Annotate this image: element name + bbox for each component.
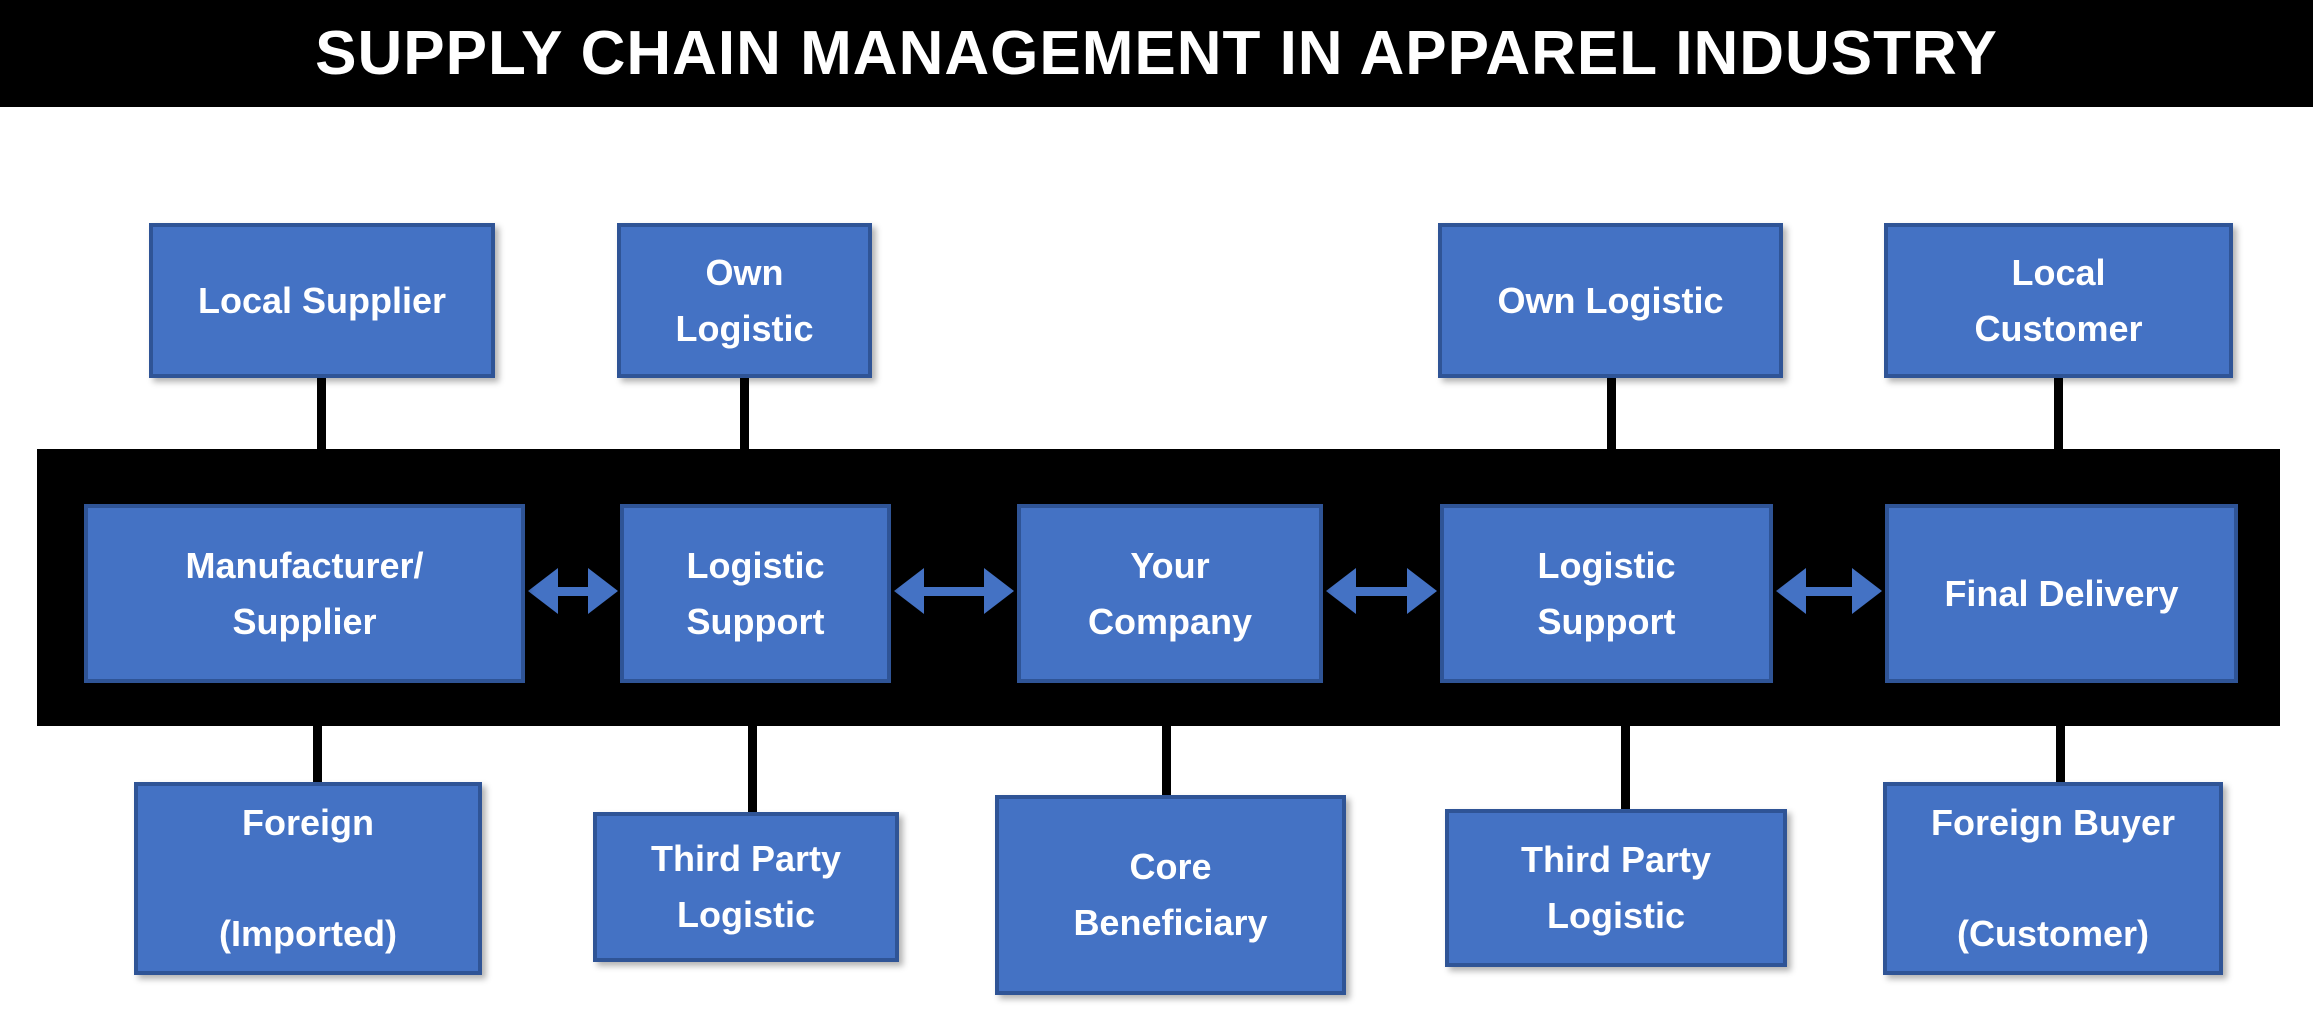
node-local-supplier: Local Supplier (149, 223, 495, 378)
arrowhead-right-icon (1407, 568, 1437, 614)
connector-foreign-buyer (2056, 672, 2065, 790)
connector-core-beneficiary (1162, 672, 1171, 803)
page-title: SUPPLY CHAIN MANAGEMENT IN APPAREL INDUS… (315, 19, 1998, 88)
connector-own-logistic-left (740, 375, 749, 513)
connector-third-party-left (748, 672, 757, 820)
node-third-party-logistic-left: Third Party Logistic (593, 812, 899, 962)
node-foreign-buyer-customer: Foreign Buyer (Customer) (1883, 782, 2223, 975)
connector-third-party-right (1621, 672, 1630, 817)
connector-local-supplier (317, 375, 326, 513)
node-your-company: Your Company (1017, 504, 1323, 683)
node-logistic-support-left: Logistic Support (620, 504, 891, 683)
connector-foreign-imported (313, 672, 322, 790)
node-third-party-logistic-right: Third Party Logistic (1445, 809, 1787, 967)
node-foreign-imported: Foreign (Imported) (134, 782, 482, 975)
arrowhead-right-icon (588, 568, 618, 614)
arrow-logistic-final-delivery (1776, 567, 1882, 615)
node-own-logistic-right: Own Logistic (1438, 223, 1783, 378)
node-core-beneficiary: Core Beneficiary (995, 795, 1346, 995)
connector-local-customer (2054, 375, 2063, 513)
arrowhead-left-icon (528, 568, 558, 614)
title-bar: SUPPLY CHAIN MANAGEMENT IN APPAREL INDUS… (0, 0, 2313, 107)
node-local-customer: Local Customer (1884, 223, 2233, 378)
arrowhead-left-icon (1326, 568, 1356, 614)
arrow-company-logistic-right (1326, 567, 1437, 615)
arrowhead-left-icon (1776, 568, 1806, 614)
node-logistic-support-right: Logistic Support (1440, 504, 1773, 683)
arrowhead-left-icon (894, 568, 924, 614)
node-final-delivery: Final Delivery (1885, 504, 2238, 683)
node-manufacturer-supplier: Manufacturer/ Supplier (84, 504, 525, 683)
node-own-logistic-left: Own Logistic (617, 223, 872, 378)
arrow-logistic-company-left (894, 567, 1014, 615)
arrowhead-right-icon (1852, 568, 1882, 614)
arrow-manufacturer-logistic (528, 567, 618, 615)
connector-own-logistic-right (1607, 375, 1616, 513)
arrowhead-right-icon (984, 568, 1014, 614)
